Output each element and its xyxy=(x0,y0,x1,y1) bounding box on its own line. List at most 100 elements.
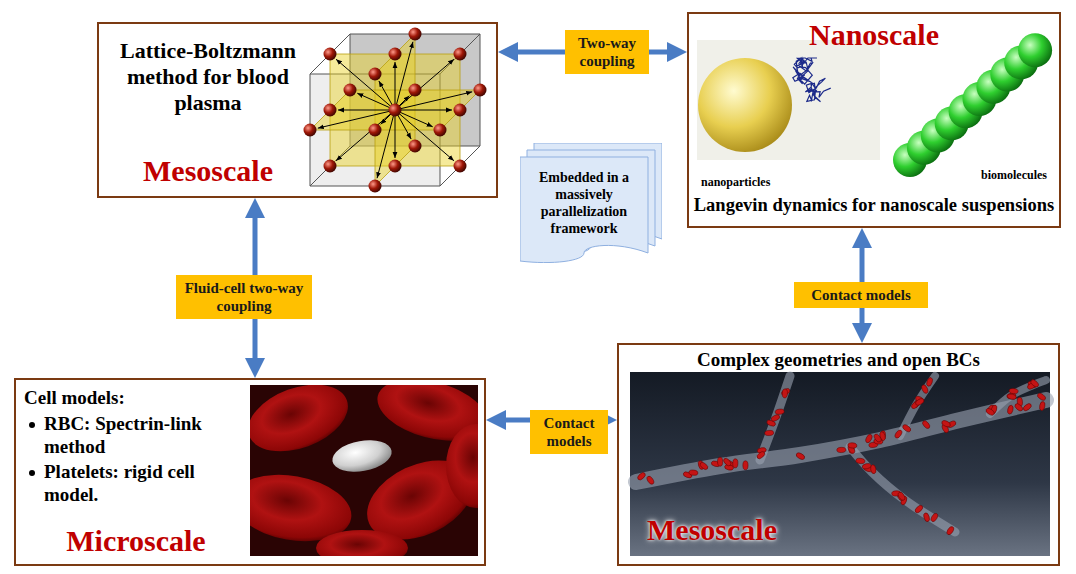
biomolecule-chain xyxy=(893,33,1052,177)
picture-label: nanoparticles xyxy=(701,175,811,189)
scale-title: Nanoscale xyxy=(689,18,1059,52)
red-blood-cell xyxy=(316,530,408,556)
vessel-cell xyxy=(782,389,788,398)
vessel-cell xyxy=(902,424,912,433)
vessel-cell xyxy=(921,384,929,394)
vessel-cell xyxy=(930,512,939,522)
vessel-cell xyxy=(770,414,780,423)
velocity-arrow xyxy=(395,110,396,158)
document-text: Embedded in a massively parallelization … xyxy=(528,169,640,237)
vessel-cell xyxy=(1030,378,1040,388)
vessel-cells xyxy=(636,377,1046,536)
lattice-node xyxy=(344,84,357,97)
lattice-node xyxy=(324,104,337,117)
microscale-box: Cell models:RBC: Spectrin-link methodPla… xyxy=(14,378,486,566)
bullet-dot xyxy=(29,470,35,476)
box-heading: Lattice-Boltzmann method for blood plasm… xyxy=(109,38,307,116)
lattice-node xyxy=(389,104,402,117)
coupling-label: Contact models xyxy=(794,282,928,308)
vessel-cell xyxy=(894,429,903,439)
framework-document: Embedded in a massively parallelization … xyxy=(520,143,662,263)
vessel-cell xyxy=(926,377,934,387)
nano-ground xyxy=(697,40,880,160)
vessel-cell xyxy=(914,504,924,514)
nanoscale-box: Nanoscale nanoparticles biomoleculesLangev… xyxy=(687,12,1061,228)
vessel-cell xyxy=(941,420,951,428)
mesoscale-vessel-box: Complex geometries and open BCsMesoscale xyxy=(617,343,1060,566)
vessel-branch xyxy=(760,376,790,460)
scale-title: Mesoscale xyxy=(109,154,307,188)
vessel-network xyxy=(636,376,1046,532)
vessel-cell xyxy=(897,491,906,501)
vessel-cell xyxy=(862,463,872,470)
vessel-cell xyxy=(985,407,995,416)
vessel-cell xyxy=(689,470,698,476)
bullet-dot xyxy=(29,422,35,428)
red-blood-cell xyxy=(446,424,478,508)
lattice-node xyxy=(389,48,402,61)
chain-bead xyxy=(1018,33,1052,67)
vessel-cell xyxy=(1022,402,1032,412)
walk-trace xyxy=(793,58,831,102)
vessel-cell xyxy=(717,457,722,466)
lattice-node xyxy=(324,160,337,173)
scale-title: Microscale xyxy=(36,524,236,558)
velocity-arrow xyxy=(395,62,396,110)
vessel-cell xyxy=(765,430,774,436)
velocity-arrow xyxy=(395,110,452,111)
vessel-branch xyxy=(636,400,1046,482)
vessel-cell xyxy=(923,512,931,522)
vessel-cell xyxy=(1039,401,1046,411)
vessel-cell xyxy=(848,442,857,448)
vessel-cell xyxy=(915,398,925,407)
bullet-item: RBC: Spectrin-link method xyxy=(44,412,216,458)
lattice-node xyxy=(454,160,467,173)
lattice-node xyxy=(434,124,447,137)
lattice-node xyxy=(369,180,382,193)
lattice-node xyxy=(454,104,467,117)
vessel-cell xyxy=(946,525,955,535)
lattice-cube xyxy=(304,28,487,193)
velocity-arrow xyxy=(395,59,454,110)
lattice-node xyxy=(474,84,487,97)
lattice-node xyxy=(324,48,337,61)
vessel-cell xyxy=(921,420,931,430)
velocity-arrow xyxy=(336,59,395,110)
vessel-cell xyxy=(837,447,846,453)
vessel-cell xyxy=(1009,388,1018,394)
vessel-cell xyxy=(756,450,766,460)
vessel-cell xyxy=(1007,393,1017,400)
cell-picture xyxy=(250,385,478,556)
vessel-cell xyxy=(856,458,866,464)
coupling-label: Two-way coupling xyxy=(565,30,649,74)
lattice-node xyxy=(409,84,422,97)
vessel-cell xyxy=(699,461,709,471)
vessel-cell xyxy=(1036,392,1046,401)
lattice-node xyxy=(369,124,382,137)
vessel-branch xyxy=(900,376,935,436)
coupling-label: Contact models xyxy=(530,410,608,454)
vessel-cell xyxy=(646,475,655,485)
lattice-node xyxy=(409,28,422,41)
velocity-arrow xyxy=(338,110,395,111)
vessel-ground xyxy=(630,372,1050,556)
vessel-branch xyxy=(850,447,955,532)
velocity-arrow xyxy=(395,110,454,161)
box-heading: Langevin dynamics for nanoscale suspensi… xyxy=(691,194,1057,216)
coupling-label: Fluid-cell two-way coupling xyxy=(176,275,312,319)
random-walk xyxy=(793,58,831,102)
bullet-item: Platelets: rigid cell model. xyxy=(44,460,216,506)
scale-title: Mesoscale xyxy=(647,513,827,547)
vessel-cell xyxy=(865,433,874,443)
lattice-node xyxy=(409,140,422,153)
lattice-node xyxy=(454,48,467,61)
vessel-cell xyxy=(636,471,646,481)
mesoscale-lbm-box: Lattice-Boltzmann method for blood plasm… xyxy=(97,22,498,198)
vessel-cell xyxy=(795,452,805,461)
nanoparticle-sphere xyxy=(698,58,792,152)
lattice-node xyxy=(369,68,382,81)
velocity-arrow xyxy=(336,110,395,161)
lattice-plane xyxy=(330,54,460,166)
picture-label: biomolecules xyxy=(981,168,1059,182)
box-heading: Complex geometries and open BCs xyxy=(619,349,1058,371)
